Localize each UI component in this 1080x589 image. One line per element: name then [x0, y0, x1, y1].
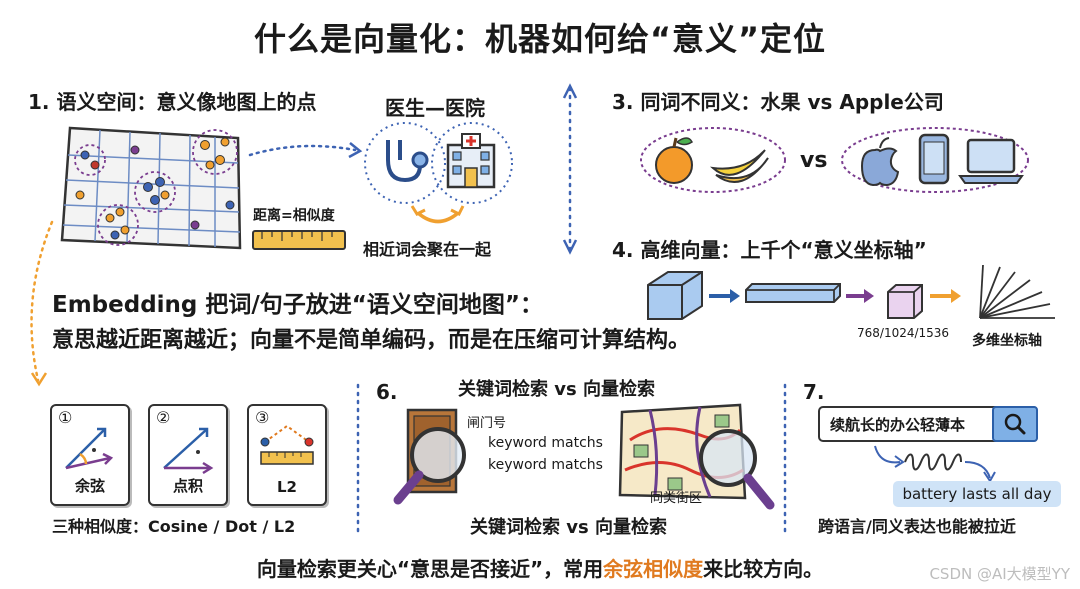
dot-product-icon [163, 427, 214, 475]
magnifier-left-icon [393, 427, 466, 505]
section7-number: 7. [803, 380, 825, 404]
apple-logo-icon [860, 137, 900, 187]
embedding-line1: Embedding 把词/句子放进“语义空间地图”： [52, 292, 544, 318]
spring-icon [904, 453, 962, 471]
stethoscope-icon [386, 140, 429, 183]
dimension-label: 768/1024/1536 [857, 326, 950, 340]
section6-caption: 关键词检索 vs 向量检索 [470, 517, 667, 538]
watermark: CSDN @AI大模型YY [929, 565, 1070, 583]
similarity-card-cosine: ① 余弦 [50, 404, 130, 506]
card-label: 点积 [172, 477, 203, 495]
similarity-caption: 三种相似度：Cosine / Dot / L2 [52, 517, 296, 536]
doctor-hospital-heading: 医生—医院 [385, 96, 485, 120]
keyword-match-1: keyword matchs [488, 435, 603, 451]
apple-fruit-icon [655, 137, 693, 184]
section3-heading: 3. 同词不同义：水果 vs Apple公司 [612, 90, 944, 114]
card-label: L2 [277, 478, 297, 496]
search-icon [1004, 413, 1026, 435]
semantic-map-grid [60, 126, 242, 250]
multi-axis-icon [979, 264, 1055, 319]
door-label: 闸门号 [467, 416, 507, 431]
keyword-match-2: keyword matchs [488, 457, 603, 473]
page-title: 什么是向量化：机器如何给“意义”定位 [253, 20, 827, 58]
vector-bar-icon [745, 283, 841, 303]
magnifier-right-icon [699, 429, 775, 510]
section4-heading: 4. 高维向量：上千个“意义坐标轴” [612, 238, 927, 262]
laptop-icon [958, 138, 1024, 184]
section7-caption: 跨语言/同义表达也能被拉近 [818, 517, 1016, 536]
l2-distance-icon [260, 424, 314, 465]
search-button[interactable] [992, 406, 1038, 442]
semantic-search-box[interactable]: 续航长的办公轻薄本 [818, 406, 1038, 442]
section1-heading: 1. 语义空间：意义像地图上的点 [28, 90, 317, 114]
similarity-card-l2: ③ L2 [247, 404, 327, 506]
footer-text-after: 来比较方向。 [703, 557, 824, 581]
embedding-line2: 意思越近距离越近；向量不是简单编码，而是在压缩可计算结构。 [52, 328, 691, 353]
cluster-caption: 相近词会聚在一起 [363, 240, 492, 259]
footer-highlight: 余弦相似度 [603, 557, 704, 581]
card-label: 余弦 [74, 477, 105, 495]
vs-label: vs [800, 148, 828, 173]
footer-summary: 向量检索更关心“意思是否接近”，常用余弦相似度来比较方向。 [0, 553, 1080, 582]
cosine-arrows-icon [65, 427, 114, 470]
cube-3d-icon [647, 271, 703, 320]
footer-text-before: 向量检索更关心“意思是否接近”，常用 [256, 557, 604, 581]
distance-label: 距离=相似度 [253, 208, 335, 224]
card-number: ② [156, 408, 171, 427]
banana-icon [709, 149, 769, 183]
phone-icon [918, 133, 950, 185]
axes-label: 多维坐标轴 [972, 333, 1042, 349]
search-result-badge: battery lasts all day [893, 481, 1061, 507]
hospital-icon [446, 133, 496, 189]
ruler-icon [252, 230, 346, 250]
map-label: 同类街区 [650, 491, 703, 506]
city-map-icon [618, 403, 747, 500]
section6-number: 6. [376, 380, 398, 404]
similarity-card-dot: ② 点积 [148, 404, 228, 506]
card-number: ③ [255, 408, 270, 427]
small-cube-icon [887, 284, 923, 319]
section6-heading: 关键词检索 vs 向量检索 [458, 379, 655, 400]
card-number: ① [58, 408, 73, 427]
search-query: 续航长的办公轻薄本 [830, 416, 966, 434]
